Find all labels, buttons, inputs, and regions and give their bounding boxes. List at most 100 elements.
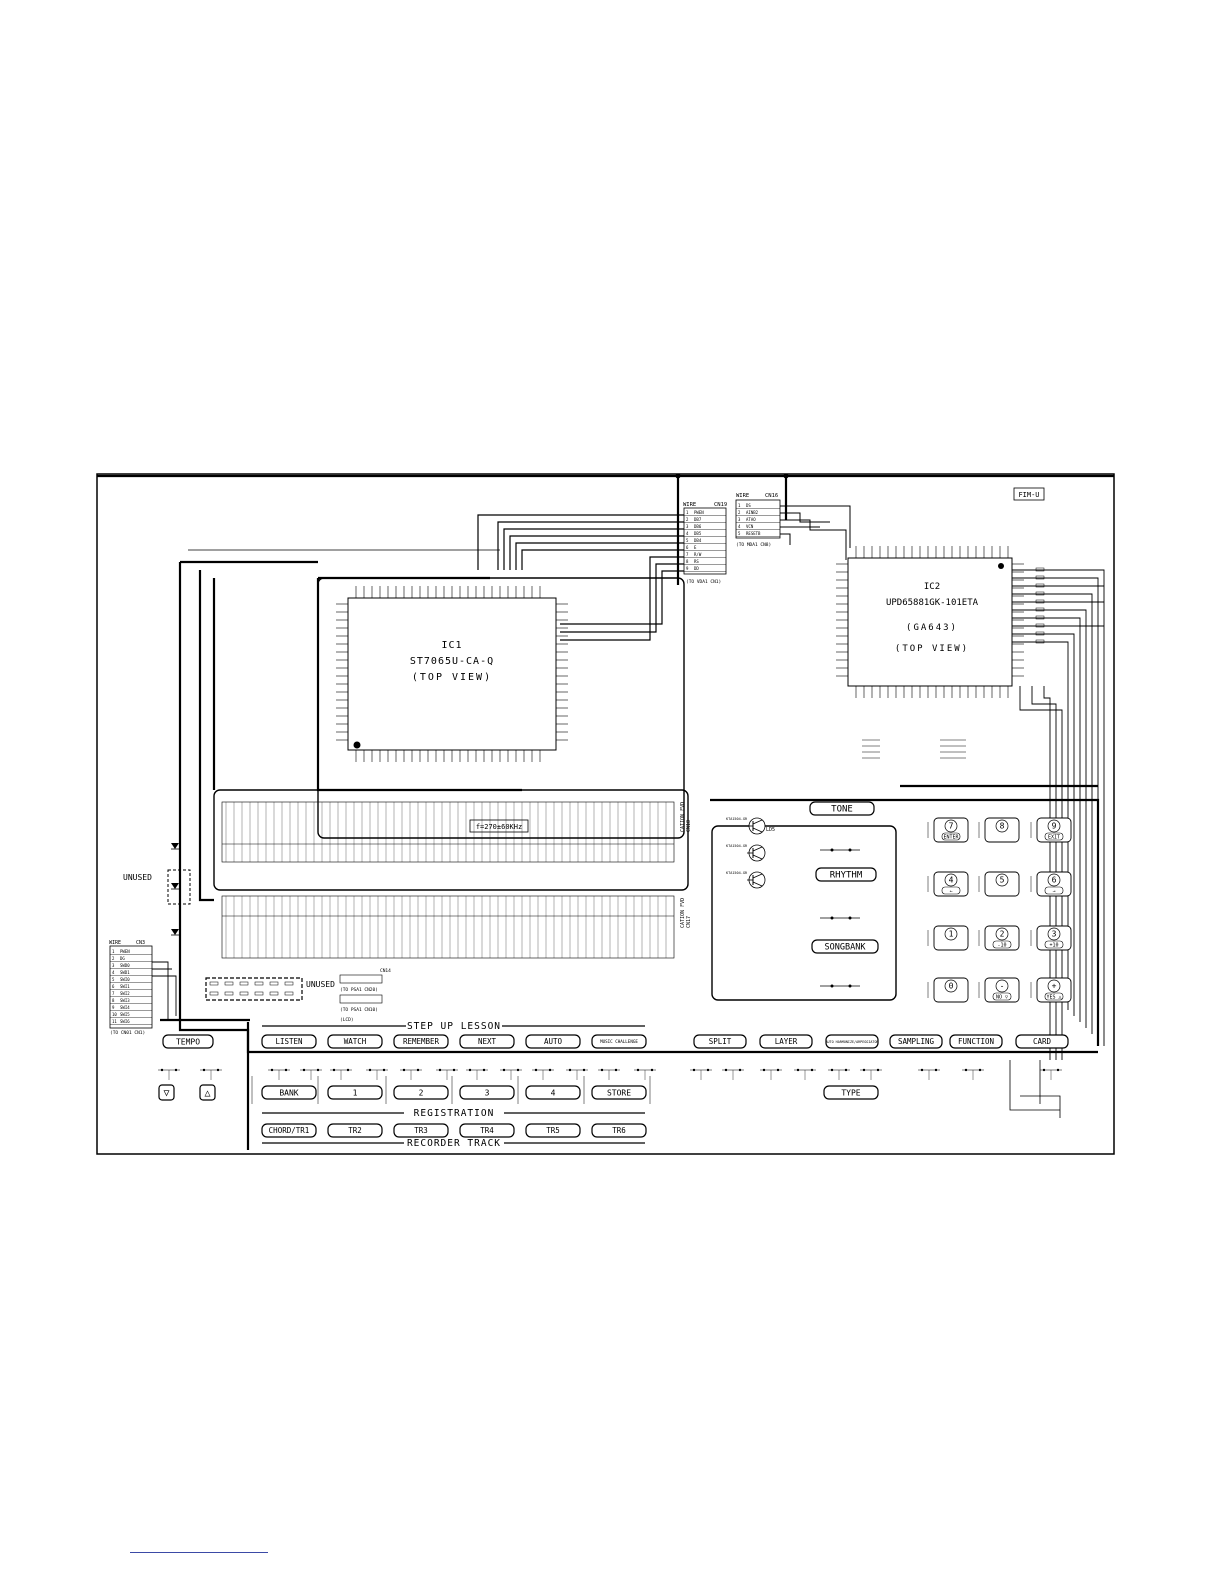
- svg-text:SONGBANK: SONGBANK: [825, 943, 867, 953]
- keypad-key-minus[interactable]: -NO ▽: [978, 977, 1020, 1003]
- cn19-pin-label: E: [694, 545, 697, 550]
- keypad-key-6[interactable]: 6→: [1030, 871, 1072, 897]
- svg-text:WIRE: WIRE: [109, 940, 121, 946]
- mode-layer-button[interactable]: [759, 1034, 813, 1049]
- svg-text:3: 3: [112, 963, 115, 968]
- track-chord-tr1-button[interactable]: [261, 1123, 317, 1138]
- cn19-pin-label: DB4: [694, 538, 702, 543]
- svg-text:6: 6: [686, 545, 689, 550]
- keypad-key-sublabel: →: [1052, 889, 1055, 895]
- keypad-key-5[interactable]: 5: [978, 871, 1020, 897]
- keypad-key-1[interactable]: 1: [927, 925, 969, 951]
- track-tr4-button[interactable]: [459, 1123, 515, 1138]
- svg-text:4: 4: [686, 531, 689, 536]
- track-button-label: CHORD/TR1: [269, 1126, 310, 1135]
- registration-3-button[interactable]: [459, 1085, 515, 1100]
- mode-button-label: SPLIT: [709, 1037, 732, 1046]
- lesson-listen-button[interactable]: [261, 1034, 317, 1049]
- keypad-key-4[interactable]: 4←: [927, 871, 969, 897]
- mode-button-label: SAMPLING: [898, 1037, 935, 1046]
- svg-text:1: 1: [686, 510, 689, 515]
- keypad-key-label: 4: [949, 876, 954, 885]
- ic1-part: ST7065U-CA-Q: [410, 656, 494, 667]
- svg-text:TYPE: TYPE: [841, 1089, 860, 1098]
- tempo-up-button[interactable]: [199, 1084, 216, 1101]
- registration-2-button[interactable]: [393, 1085, 449, 1100]
- registration-bank-button[interactable]: [261, 1085, 317, 1100]
- mode-split-button[interactable]: [693, 1034, 747, 1049]
- cn3-pin-label: SWI3: [120, 998, 130, 1003]
- cn14-connector: CN14 (TO PSA1 CN20) (TO PSA1 CN10) (LCD): [339, 968, 391, 1023]
- svg-text:4: 4: [112, 970, 115, 975]
- mode-sampling-button[interactable]: [889, 1034, 943, 1049]
- svg-text:1: 1: [112, 949, 115, 954]
- svg-text:11: 11: [112, 1019, 117, 1024]
- mode-auto-harmonize-arpeggiator-button[interactable]: [825, 1034, 879, 1049]
- tempo-button[interactable]: [162, 1034, 214, 1049]
- svg-text:(TO MDA1 CN8): (TO MDA1 CN8): [736, 542, 771, 548]
- track-tr2-button[interactable]: [327, 1123, 383, 1138]
- keypad-key-3[interactable]: 3+10: [1030, 925, 1072, 951]
- cn16-pin-label: RESETB: [746, 531, 761, 536]
- keypad-key-sublabel: YES △: [1046, 995, 1061, 1001]
- keypad-key-8[interactable]: 8: [978, 817, 1020, 843]
- lesson-music-challenge-button[interactable]: [591, 1034, 647, 1049]
- cn19-pin-label: RS: [694, 559, 699, 564]
- track-tr6-button[interactable]: [591, 1123, 647, 1138]
- ic1-chip: IC1 ST7065U-CA-Q (TOP VIEW): [336, 586, 568, 762]
- cn3-pin-label: SWD0: [120, 963, 130, 968]
- ic2-code: (GA643): [906, 623, 958, 633]
- registration-store-button[interactable]: [591, 1085, 647, 1100]
- lesson-watch-button[interactable]: [327, 1034, 383, 1049]
- ic1-view: (TOP VIEW): [412, 672, 492, 683]
- up-arrow-icon: △: [204, 1088, 210, 1099]
- svg-text:(TO VDA1 CN1): (TO VDA1 CN1): [686, 579, 721, 585]
- svg-text:(TO PSA1 CN20): (TO PSA1 CN20): [340, 987, 378, 993]
- mode-card-button[interactable]: [1015, 1034, 1069, 1049]
- svg-text:CN18: CN18: [686, 820, 692, 832]
- svg-text:7: 7: [686, 552, 689, 557]
- keypad-key-plus[interactable]: +YES △: [1030, 977, 1072, 1003]
- track-button-label: TR2: [348, 1126, 362, 1135]
- cn19-pin-label: PWEN: [694, 510, 704, 515]
- rhythm-button[interactable]: [815, 867, 877, 882]
- cn3-pin-label: SWI2: [120, 991, 130, 996]
- keypad-key-2[interactable]: 2-10: [978, 925, 1020, 951]
- svg-text:CATION FVD: CATION FVD: [680, 898, 686, 928]
- track-tr5-button[interactable]: [525, 1123, 581, 1138]
- transistor-label: KTA1504-GR: [726, 844, 748, 848]
- svg-text:CN16: CN16: [765, 493, 778, 499]
- unused-label-right: UNUSED: [306, 980, 335, 989]
- tone-button[interactable]: [809, 801, 875, 816]
- mode-function-button[interactable]: [949, 1034, 1003, 1049]
- lesson-button-label: NEXT: [478, 1037, 497, 1046]
- svg-text:3: 3: [738, 517, 741, 522]
- tempo-down-button[interactable]: [158, 1084, 175, 1101]
- lesson-auto-button[interactable]: [525, 1034, 581, 1049]
- ic2-part: UPD65881GK-101ETA: [886, 598, 979, 608]
- keypad-key-0[interactable]: 0: [927, 977, 969, 1003]
- lesson-remember-button[interactable]: [393, 1034, 449, 1049]
- transistor-label: KTA1504-GR: [726, 871, 748, 875]
- svg-text:6: 6: [112, 984, 115, 989]
- svg-text:WIRE: WIRE: [736, 493, 749, 499]
- lesson-next-button[interactable]: [459, 1034, 515, 1049]
- svg-text:5: 5: [738, 531, 741, 536]
- keypad-key-label: 9: [1052, 822, 1057, 831]
- svg-text:10: 10: [112, 1012, 117, 1017]
- track-tr3-button[interactable]: [393, 1123, 449, 1138]
- svg-text:9: 9: [686, 566, 689, 571]
- keypad-key-label: 0: [949, 982, 954, 991]
- registration-4-button[interactable]: [525, 1085, 581, 1100]
- registration-1-button[interactable]: [327, 1085, 383, 1100]
- cn3-pin-label: SWI4: [120, 1005, 130, 1010]
- svg-text:CN14: CN14: [380, 968, 391, 974]
- ic2-ref: IC2: [924, 582, 940, 592]
- songbank-button[interactable]: [811, 939, 879, 954]
- type-button[interactable]: [823, 1085, 879, 1100]
- keypad-key-label: 3: [1052, 930, 1057, 939]
